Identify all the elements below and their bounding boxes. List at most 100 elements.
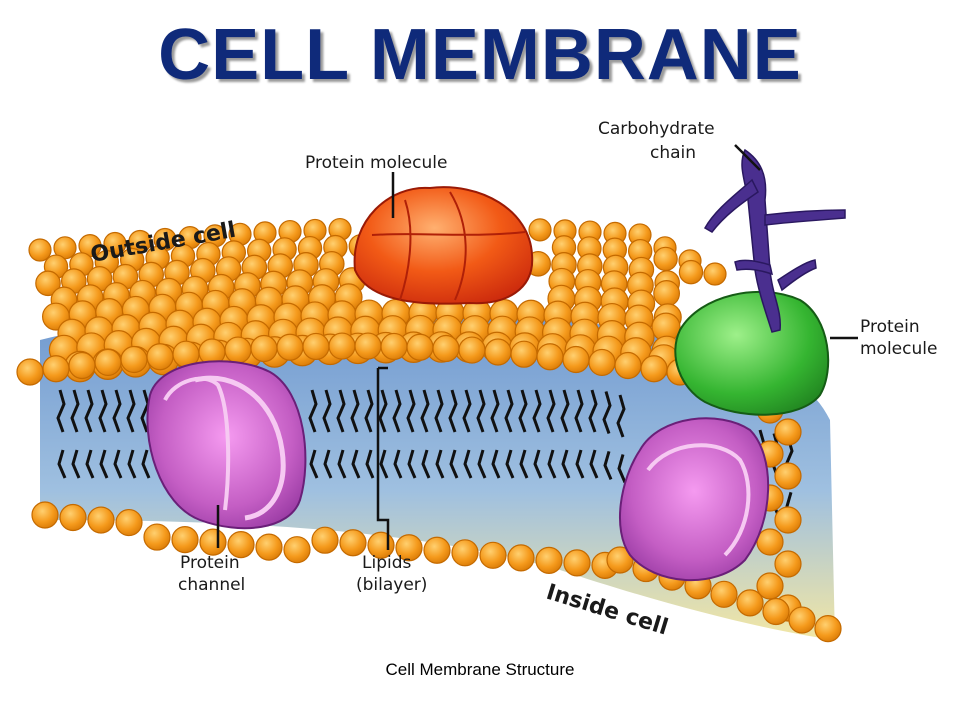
- label-protein-right-line2: molecule: [860, 339, 937, 359]
- label-carbohydrate-line2: chain: [650, 143, 696, 163]
- lipid-head: [535, 546, 563, 574]
- lipid-head: [354, 332, 382, 360]
- lipid-head: [68, 351, 96, 380]
- lipid-head: [762, 597, 790, 626]
- lipid-head: [94, 348, 122, 377]
- lipid-head: [703, 262, 727, 286]
- lipid-head: [756, 528, 784, 556]
- lipid-head: [59, 503, 87, 532]
- lipid-head: [479, 541, 507, 569]
- lipid-head: [653, 280, 680, 307]
- lipid-head: [146, 343, 174, 371]
- lipid-tail: [392, 389, 403, 479]
- lipid-head: [380, 332, 408, 361]
- slide-title: CELL MEMBRANE: [158, 15, 802, 95]
- lipid-head: [115, 508, 143, 537]
- lipid-head: [16, 358, 44, 386]
- lipid-tail: [126, 389, 137, 479]
- lipid-tail: [98, 389, 109, 479]
- lipid-head: [678, 259, 704, 285]
- lipid-tail: [140, 389, 151, 479]
- lipid-tail: [504, 389, 515, 479]
- lipid-head: [774, 550, 802, 578]
- lipid-head: [432, 334, 460, 363]
- label-pointers: [216, 144, 858, 550]
- lipid-tail: [84, 389, 95, 479]
- lipid-head: [788, 606, 816, 634]
- lipid-head: [484, 338, 512, 366]
- lipid-head: [120, 345, 148, 374]
- slide-footer: Cell Membrane Structure: [385, 660, 575, 679]
- label-protein-channel-line1: Protein: [180, 553, 240, 573]
- lipid-head: [588, 348, 616, 377]
- lipid-head: [42, 355, 70, 383]
- lipid-head: [276, 333, 304, 361]
- lipid-head: [283, 536, 311, 564]
- lipid-head: [31, 501, 59, 529]
- lipid-tail: [70, 389, 81, 479]
- lipid-head: [814, 615, 842, 643]
- lipid-tail: [350, 389, 361, 479]
- lipid-head: [710, 580, 738, 608]
- label-carbohydrate-line1: Carbohydrate: [598, 119, 715, 139]
- lipid-head: [311, 526, 339, 554]
- lipid-tail: [406, 389, 417, 479]
- lipid-tail: [476, 389, 487, 479]
- lipid-head: [562, 345, 590, 374]
- lipid-tail: [420, 389, 431, 479]
- lipid-tail: [448, 389, 459, 479]
- lipid-tail: [546, 389, 557, 479]
- lipid-head: [563, 549, 591, 577]
- lipid-head: [406, 333, 434, 361]
- label-lipids-line1: Lipids: [362, 553, 411, 573]
- lipid-tail: [308, 389, 319, 479]
- lipid-tail: [336, 389, 347, 479]
- lipid-head: [143, 523, 171, 551]
- lipid-head: [756, 572, 784, 600]
- lipid-head: [255, 533, 283, 561]
- lipid-head: [224, 336, 252, 364]
- lipid-head: [606, 546, 634, 574]
- protein-channel: [146, 360, 307, 530]
- lipid-head: [423, 536, 451, 564]
- lipid-head: [339, 529, 367, 557]
- label-lipids-line2: (bilayer): [356, 575, 427, 595]
- lipid-tail: [560, 389, 571, 479]
- lipid-head: [507, 544, 535, 572]
- lipid-tail: [322, 389, 333, 479]
- lipid-head: [227, 531, 255, 559]
- lipid-tail: [378, 389, 389, 479]
- lipid-tail: [532, 389, 543, 479]
- outer-lipid-heads: [16, 217, 802, 622]
- label-protein-channel-line2: channel: [178, 575, 245, 595]
- protein-molecule-top: [353, 186, 534, 305]
- protein-molecule-right: [674, 290, 830, 416]
- lipid-head: [199, 528, 227, 556]
- lipid-tail: [112, 389, 123, 479]
- lipid-head: [614, 351, 642, 380]
- lipid-tail: [616, 394, 627, 484]
- lipid-tail: [434, 389, 445, 479]
- lipid-head: [35, 270, 61, 297]
- carbohydrate-chain: [703, 148, 846, 333]
- lipid-tail: [462, 389, 473, 479]
- transmembrane-protein: [619, 417, 770, 581]
- lipid-tail: [56, 389, 67, 479]
- lipid-tail: [574, 389, 585, 479]
- lipid-tail: [518, 389, 529, 479]
- lipid-head: [528, 218, 552, 242]
- lipid-tail: [364, 389, 375, 479]
- lipid-head: [458, 336, 486, 364]
- lipid-head: [28, 238, 52, 262]
- lipid-tails: [56, 389, 795, 521]
- lipid-head: [774, 506, 802, 534]
- lipid-head: [451, 539, 479, 567]
- label-protein-molecule-top: Protein molecule: [305, 153, 447, 173]
- lipid-head: [774, 462, 802, 490]
- lipid-head: [774, 418, 802, 446]
- lipid-head: [250, 334, 278, 363]
- lipid-head: [536, 343, 564, 371]
- lipid-head: [302, 332, 330, 361]
- lipid-head: [653, 246, 678, 272]
